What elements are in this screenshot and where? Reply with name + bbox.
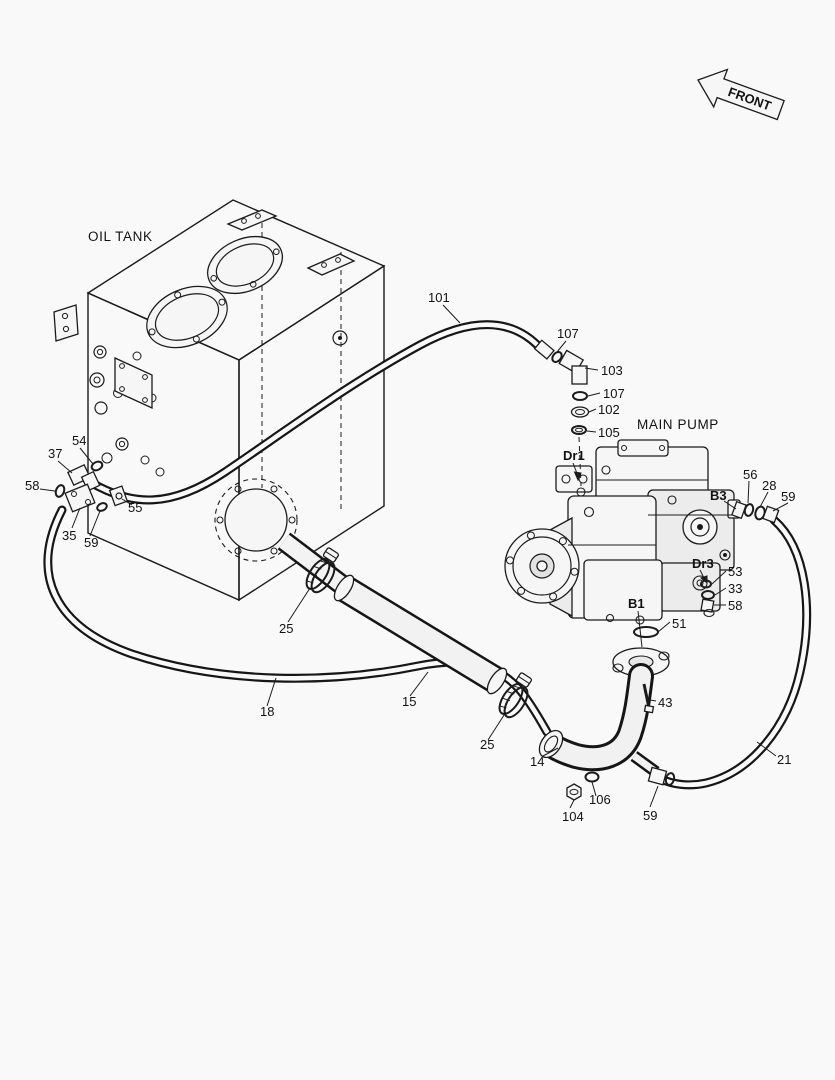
oil-tank-title: OIL TANK bbox=[88, 229, 153, 244]
tank-bracket bbox=[53, 304, 79, 342]
fitting-59-elbow-end bbox=[647, 766, 676, 786]
tank-suction-flange bbox=[214, 478, 353, 597]
tank-side-ports bbox=[89, 345, 165, 477]
callout-25a: 25 bbox=[279, 621, 293, 636]
dr1-fitting-stack bbox=[533, 339, 590, 487]
callout-102: 102 bbox=[598, 402, 620, 417]
callout-21: 21 bbox=[777, 752, 791, 767]
ring-56 bbox=[743, 503, 755, 517]
ring-58 bbox=[54, 484, 66, 498]
elbow-103 bbox=[558, 349, 588, 385]
callout-labels: OIL TANK MAIN PUMP 101 107 103 107 102 1… bbox=[25, 229, 795, 824]
callout-106: 106 bbox=[589, 792, 611, 807]
callout-33: 33 bbox=[728, 581, 742, 596]
tank-left-fittings bbox=[54, 460, 129, 513]
ring-54 bbox=[90, 460, 104, 472]
leader-lines bbox=[39, 304, 789, 809]
callout-55: 55 bbox=[128, 500, 142, 515]
callout-25b: 25 bbox=[480, 737, 494, 752]
callout-53: 53 bbox=[728, 564, 742, 579]
port-b1: B1 bbox=[628, 596, 645, 611]
callout-107b: 107 bbox=[603, 386, 625, 401]
main-pump-title: MAIN PUMP bbox=[637, 417, 719, 432]
callout-14: 14 bbox=[530, 754, 544, 769]
callout-101: 101 bbox=[428, 290, 450, 305]
nut-102 bbox=[570, 406, 590, 418]
callout-35: 35 bbox=[62, 528, 76, 543]
ring-107-upper bbox=[551, 351, 563, 363]
ring-107-lower bbox=[572, 391, 588, 401]
plug-104 bbox=[566, 783, 582, 801]
pump-mount-flange bbox=[504, 528, 580, 604]
hose-21 bbox=[647, 515, 812, 790]
callout-54: 54 bbox=[72, 433, 86, 448]
oil-tank bbox=[53, 199, 386, 602]
elbow-14 bbox=[538, 626, 670, 801]
tube-15 bbox=[333, 574, 508, 695]
port-dr3: Dr3 bbox=[692, 556, 714, 571]
callout-104: 104 bbox=[562, 809, 584, 824]
callout-58b: 58 bbox=[728, 598, 742, 613]
stud-43 bbox=[642, 683, 655, 714]
tank-top-opening-small bbox=[207, 235, 283, 295]
callout-59b: 59 bbox=[643, 808, 657, 823]
front-direction-arrow: FRONT bbox=[697, 68, 785, 121]
plug-58 bbox=[700, 598, 715, 618]
tank-top-opening-large bbox=[146, 285, 228, 349]
hose-101 bbox=[85, 320, 547, 505]
ring-105 bbox=[571, 425, 587, 435]
clamp-25-lower bbox=[498, 672, 533, 719]
clamp-55 bbox=[108, 485, 129, 507]
callout-51: 51 bbox=[672, 616, 686, 631]
clamp-25-upper bbox=[305, 547, 340, 594]
ring-33 bbox=[701, 590, 715, 600]
callout-107a: 107 bbox=[557, 326, 579, 341]
callout-28: 28 bbox=[762, 478, 776, 493]
flange-35 bbox=[64, 483, 96, 513]
callout-37: 37 bbox=[48, 446, 62, 461]
port-dr1: Dr1 bbox=[563, 448, 585, 463]
callout-56: 56 bbox=[743, 467, 757, 482]
main-pump bbox=[504, 439, 741, 625]
b3-fitting-row bbox=[731, 500, 780, 524]
ring-59 bbox=[96, 502, 108, 512]
callout-59a: 59 bbox=[84, 535, 98, 550]
tank-top-pad-right bbox=[306, 253, 356, 276]
dr3-fitting-stack bbox=[700, 579, 715, 618]
port-b3: B3 bbox=[710, 488, 727, 503]
tank-top-pad-left bbox=[226, 209, 278, 231]
ring-106 bbox=[584, 771, 600, 783]
callout-59c: 59 bbox=[781, 489, 795, 504]
callout-58a: 58 bbox=[25, 478, 39, 493]
callout-43: 43 bbox=[658, 695, 672, 710]
callout-15: 15 bbox=[402, 694, 416, 709]
callout-105: 105 bbox=[598, 425, 620, 440]
callout-103: 103 bbox=[601, 363, 623, 378]
callout-18: 18 bbox=[260, 704, 274, 719]
